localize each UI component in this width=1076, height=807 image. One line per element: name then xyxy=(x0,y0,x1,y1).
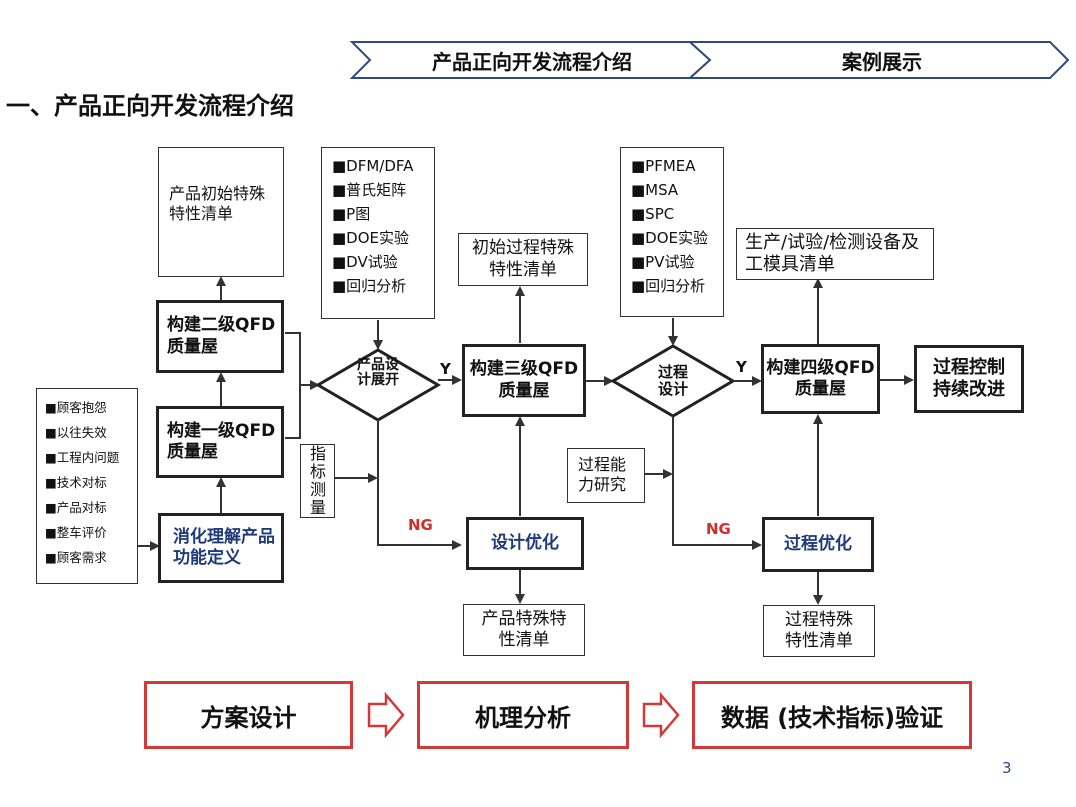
process-tool-item: ■SPC xyxy=(631,205,675,223)
design-optimization-box: 设计优化 xyxy=(466,517,584,570)
process-tool-item: ■PFMEA xyxy=(631,157,696,175)
design-tool-item: ■普氏矩阵 xyxy=(332,181,407,199)
process-tool-item: ■PV试验 xyxy=(631,253,695,271)
process-tools-box: ■PFMEA ■MSA ■SPC ■DOE实验 ■PV试验 ■回归分析 xyxy=(620,147,724,317)
input-source-item: ■顾客需求 xyxy=(45,550,107,565)
design-tool-item: ■DFM/DFA xyxy=(332,157,414,175)
tab-case-study[interactable]: 案例展示 xyxy=(842,50,922,74)
input-source-item: ■以往失效 xyxy=(45,425,107,440)
input-source-item: ■工程内问题 xyxy=(45,450,120,465)
process-tool-item: ■DOE实验 xyxy=(631,229,709,247)
phase-arrow-1 xyxy=(367,691,405,739)
phase-arrow-2 xyxy=(642,691,680,739)
section-title: 一、产品正向开发流程介绍 xyxy=(6,92,294,120)
indicator-measure-text: 指标测量 xyxy=(310,444,327,517)
ng-label-2: NG xyxy=(706,520,731,538)
process-capability-box: 过程能力研究 xyxy=(567,448,645,503)
qfd-level2-box: 构建二级QFD质量屋 xyxy=(156,300,284,373)
tab-process-intro[interactable]: 产品正向开发流程介绍 xyxy=(432,50,632,74)
input-source-item: ■整车评价 xyxy=(45,525,107,540)
design-tool-item: ■P图 xyxy=(332,205,371,223)
continuous-improvement-box: 过程控制持续改进 xyxy=(914,345,1024,413)
qfd-level3-box: 构建三级QFD质量屋 xyxy=(462,344,586,417)
indicator-measure-box: 指标测量 xyxy=(300,444,335,518)
process-tools-list: ■PFMEA ■MSA ■SPC ■DOE实验 ■PV试验 ■回归分析 xyxy=(631,154,713,298)
input-sources-list: ■顾客抱怨 ■以往失效 ■工程内问题 ■技术对标 ■产品对标 ■整车评价 ■顾客需求 xyxy=(45,395,129,570)
qfd-level1-box: 构建一级QFD质量屋 xyxy=(156,406,284,478)
tab-case-study-shape xyxy=(687,41,1070,79)
input-sources-box: ■顾客抱怨 ■以往失效 ■工程内问题 ■技术对标 ■产品对标 ■整车评价 ■顾客需求 xyxy=(36,388,138,584)
phase-data-verification: 数据 (技术指标)验证 xyxy=(692,681,972,749)
design-tools-list: ■DFM/DFA ■普氏矩阵 ■P图 ■DOE实验 ■DV试验 ■回归分析 xyxy=(332,154,424,298)
process-optimization-box: 过程优化 xyxy=(762,517,874,572)
process-tool-item: ■回归分析 xyxy=(631,277,706,295)
product-special-list-box: 产品特殊特性清单 xyxy=(463,604,585,656)
design-tool-item: ■DOE实验 xyxy=(332,229,410,247)
phase-scheme-design: 方案设计 xyxy=(144,681,353,749)
design-tools-box: ■DFM/DFA ■普氏矩阵 ■P图 ■DOE实验 ■DV试验 ■回归分析 xyxy=(321,147,435,319)
process-design-decision: 过程设计 xyxy=(657,363,688,398)
product-function-def-box: 消化理解产品功能定义 xyxy=(158,513,284,583)
initial-product-list-text: 产品初始特殊特性清单 xyxy=(169,184,266,223)
initial-process-list-box: 初始过程特殊特性清单 xyxy=(458,233,588,286)
design-tool-item: ■DV试验 xyxy=(332,253,398,271)
design-tool-item: ■回归分析 xyxy=(332,277,407,295)
qfd-level4-box: 构建四级QFD质量屋 xyxy=(761,344,880,414)
page-number: 3 xyxy=(1002,759,1012,777)
ng-label-1: NG xyxy=(408,516,433,534)
product-design-decision: 产品设计展开 xyxy=(357,357,399,389)
equipment-list-box: 生产/试验/检测设备及工模具清单 xyxy=(736,228,934,280)
input-source-item: ■技术对标 xyxy=(45,475,107,490)
phase-mechanism-analysis: 机理分析 xyxy=(417,681,629,749)
initial-product-list-box: 产品初始特殊特性清单 xyxy=(158,147,284,277)
input-source-item: ■产品对标 xyxy=(45,500,107,515)
process-tool-item: ■MSA xyxy=(631,181,679,199)
yes-label-1: Y xyxy=(440,360,451,378)
process-capability-text: 过程能力研究 xyxy=(578,455,627,494)
input-source-item: ■顾客抱怨 xyxy=(45,400,107,415)
yes-label-2: Y xyxy=(736,358,747,376)
process-special-list-box: 过程特殊特性清单 xyxy=(763,605,875,657)
